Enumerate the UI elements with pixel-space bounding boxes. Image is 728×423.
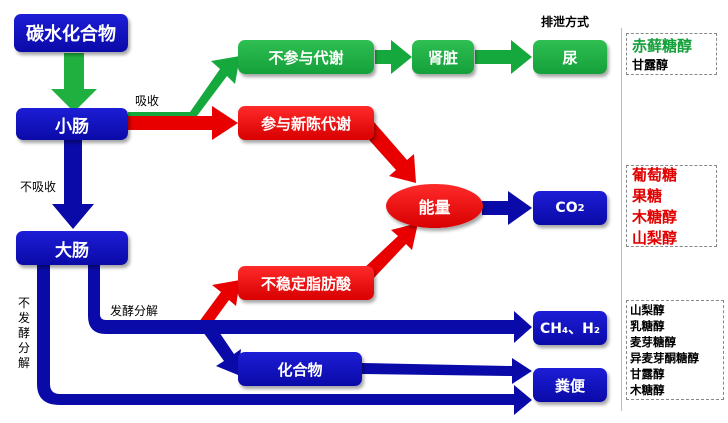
scfa-node: 不稳定脂肪酸 [238, 266, 374, 300]
group-item: 甘露醇 [630, 367, 665, 381]
divider-line [621, 28, 622, 411]
feces-node: 粪便 [533, 368, 607, 402]
group-item: 木糖醇 [630, 383, 665, 397]
not-absorb-label: 不吸收 [20, 180, 57, 194]
arrow-energy-to-co2 [482, 191, 532, 225]
carbohydrate-node: 碳水化合物 [14, 14, 128, 52]
small-intestine-node: 小肠 [16, 108, 128, 140]
participate-metabolism-node: 参与新陈代谢 [238, 106, 374, 140]
kidney-node: 肾脏 [412, 40, 474, 74]
compounds-node: 化合物 [238, 352, 362, 386]
group-item: 山梨醇 [632, 229, 678, 247]
arrow-no-metabolism-to-kidney [375, 40, 412, 74]
arrow-carb-to-small-intestine [51, 53, 97, 112]
no-metabolism-node: 不参与代谢 [238, 40, 374, 74]
group-item: 异麦芽酮糖醇 [630, 351, 699, 365]
group-black-list: 山梨醇 乳糖醇 麦芽糖醇 异麦芽酮糖醇 甘露醇 木糖醇 [626, 300, 724, 400]
group-green-list: 赤藓糖醇 甘露醇 [626, 33, 717, 75]
arrow-scfa-to-energy [362, 223, 418, 280]
large-intestine-node: 大肠 [16, 231, 128, 265]
group-red-list: 葡萄糖 果糖 木糖醇 山梨醇 [626, 165, 717, 247]
arrow-to-no-metabolism [128, 56, 240, 120]
arrow-to-participate-metabolism [128, 106, 238, 140]
group-item: 葡萄糖 [632, 166, 678, 184]
arrow-ferment-to-gas [88, 264, 532, 343]
not-ferment-char: 不 [17, 296, 30, 310]
co2-subscript: 2 [577, 202, 585, 214]
group-item: 果糖 [632, 187, 663, 205]
arrow-kidney-to-urine [475, 40, 532, 74]
group-item: 甘露醇 [632, 58, 669, 72]
group-item: 山梨醇 [630, 303, 665, 317]
arrow-compounds-to-feces [362, 358, 532, 384]
arrow-not-fermented-to-feces [37, 264, 532, 415]
arrow-small-to-large-intestine [52, 140, 94, 229]
ch4-h2-node: CH₄、H₂ [533, 311, 607, 345]
arrow-ferment-to-scfa [193, 280, 240, 333]
urine-node: 尿 [533, 40, 607, 74]
arrow-metabolism-to-energy [362, 122, 416, 183]
energy-node: 能量 [386, 184, 483, 228]
group-item: 麦芽糖醇 [630, 335, 676, 349]
not-ferment-char: 酵 [17, 326, 30, 340]
not-ferment-char: 分 [17, 341, 30, 355]
ferment-label: 发酵分解 [110, 304, 159, 318]
not-ferment-char: 发 [17, 311, 30, 325]
not-ferment-char: 解 [17, 356, 30, 370]
excretion-label: 排泄方式 [541, 15, 590, 29]
group-item: 赤藓糖醇 [632, 37, 693, 55]
not-ferment-label: 不 发 酵 分 解 [17, 296, 31, 371]
group-item: 乳糖醇 [630, 319, 665, 333]
co2-main-text: CO [555, 200, 578, 216]
group-item: 木糖醇 [632, 208, 678, 226]
absorb-label: 吸收 [135, 94, 160, 108]
